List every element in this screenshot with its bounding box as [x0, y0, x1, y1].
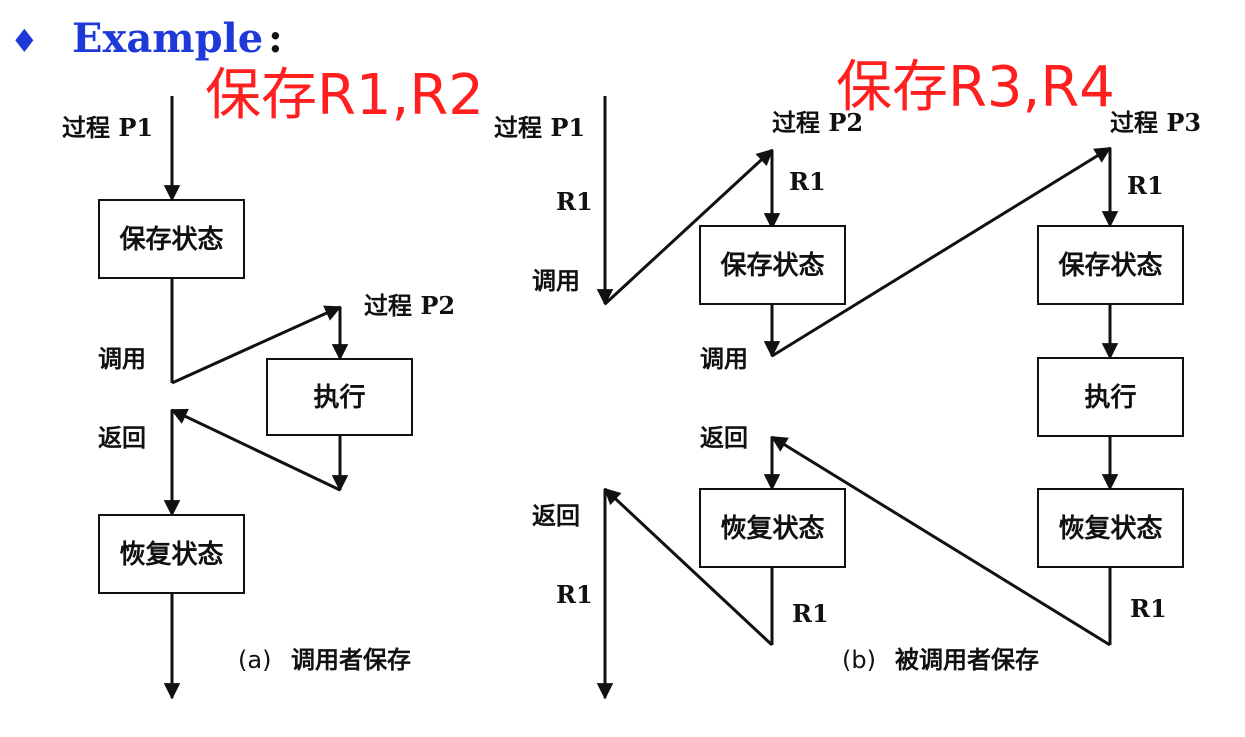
- arrow-a-return-to-p1: [170, 408, 341, 492]
- box-b-p3-execute-label: 执行: [1084, 382, 1136, 413]
- title-bullet: ♦: [10, 22, 39, 60]
- label-a-call: 调用: [98, 344, 146, 373]
- arrow-b-p3-return-to-p2: [770, 435, 1111, 647]
- annotation-save-r3-r4: 保存R3,R4: [836, 55, 1115, 120]
- label-a-process-p2: 过程 P2: [364, 291, 455, 320]
- label-a-process-p1: 过程 P1: [62, 113, 153, 142]
- label-b-r1-p3-bottom: R1: [1130, 594, 1167, 623]
- box-b-p2-save-state: [699, 225, 846, 305]
- label-b-r1-p1-down: R1: [556, 187, 593, 216]
- box-a-execute-label: 执行: [313, 382, 365, 413]
- arrow-a-call-to-p2: [171, 305, 342, 385]
- label-b-r1-p3-top: R1: [1127, 171, 1164, 200]
- label-b-r1-p2-bottom: R1: [792, 599, 829, 628]
- label-b-return-p2: 返回: [700, 423, 748, 452]
- title-colon: :: [268, 15, 283, 62]
- label-b-r1-p2-top: R1: [789, 167, 826, 196]
- box-b-p3-restore-state: [1037, 488, 1184, 568]
- caption-a-text: 调用者保存: [291, 646, 411, 674]
- caption-b-text: 被调用者保存: [895, 646, 1039, 674]
- title-text: Example: [72, 15, 263, 62]
- label-b-process-p1: 过程 P1: [494, 113, 585, 142]
- label-b-process-p3: 过程 P3: [1110, 108, 1201, 137]
- caption-b-letter: (b): [842, 646, 876, 674]
- annotation-save-r1-r2: 保存R1,R2: [205, 63, 484, 128]
- label-b-return-p1: 返回: [532, 501, 580, 530]
- label-b-process-p2: 过程 P2: [772, 108, 863, 137]
- box-a-save-state-label: 保存状态: [118, 224, 223, 255]
- label-b-call-p2: 调用: [700, 344, 748, 373]
- box-b-p3-restore-state-label: 恢复状态: [1058, 513, 1162, 544]
- arrow-b-call-to-p2: [603, 148, 774, 306]
- caption-a-letter: (a): [238, 646, 271, 674]
- box-b-p3-save-state: [1037, 225, 1184, 305]
- box-b-p2-restore-state-label: 恢复状态: [720, 513, 824, 544]
- box-a-restore-state-label: 恢复状态: [119, 539, 223, 570]
- box-a-restore-state: [98, 514, 245, 594]
- label-a-return: 返回: [98, 423, 146, 452]
- box-b-p2-save-state-label: 保存状态: [719, 250, 824, 281]
- arrow-b-p2-return-to-p1: [603, 487, 774, 647]
- box-b-p3-save-state-label: 保存状态: [1057, 250, 1162, 281]
- arrow-b-call-to-p3: [771, 146, 1112, 358]
- label-b-r1-p1-bottom: R1: [556, 580, 593, 609]
- label-b-call-p1: 调用: [532, 266, 580, 295]
- box-b-p2-restore-state: [699, 488, 846, 568]
